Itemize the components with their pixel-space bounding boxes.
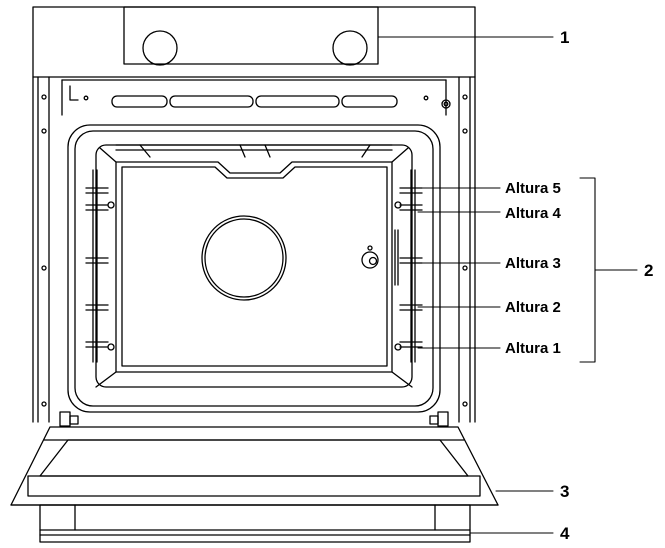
shelf-level-5-label: Altura 5 [505,180,561,197]
callout-3: 3 [560,482,569,501]
top-vents [111,95,398,108]
callout-2: 2 [644,261,653,280]
left-shelf-rails [85,169,115,363]
oven-lamp-icon [361,229,399,286]
callout-1: 1 [560,28,569,47]
leader-lines [377,36,638,534]
left-hinge-icon [59,411,79,427]
shelf-bracket [579,177,596,363]
oven-frame [32,76,476,423]
shelf-level-1-label: Altura 1 [505,340,561,357]
control-panel [32,6,476,78]
left-knob-icon [142,30,178,66]
shelf-level-2-label: Altura 2 [505,299,561,316]
callout-4: 4 [560,524,570,543]
oven-door [10,426,499,506]
shelf-level-3-label: Altura 3 [505,255,561,272]
back-panel [95,147,413,388]
right-hinge-icon [429,411,449,427]
right-knob-icon [332,30,368,66]
right-shelf-rails [394,169,423,363]
shelf-level-4-label: Altura 4 [505,205,562,222]
top-grill [115,144,393,158]
storage-drawer [39,504,471,543]
fan-cover-icon [201,215,287,301]
oven-cavity [67,124,441,413]
